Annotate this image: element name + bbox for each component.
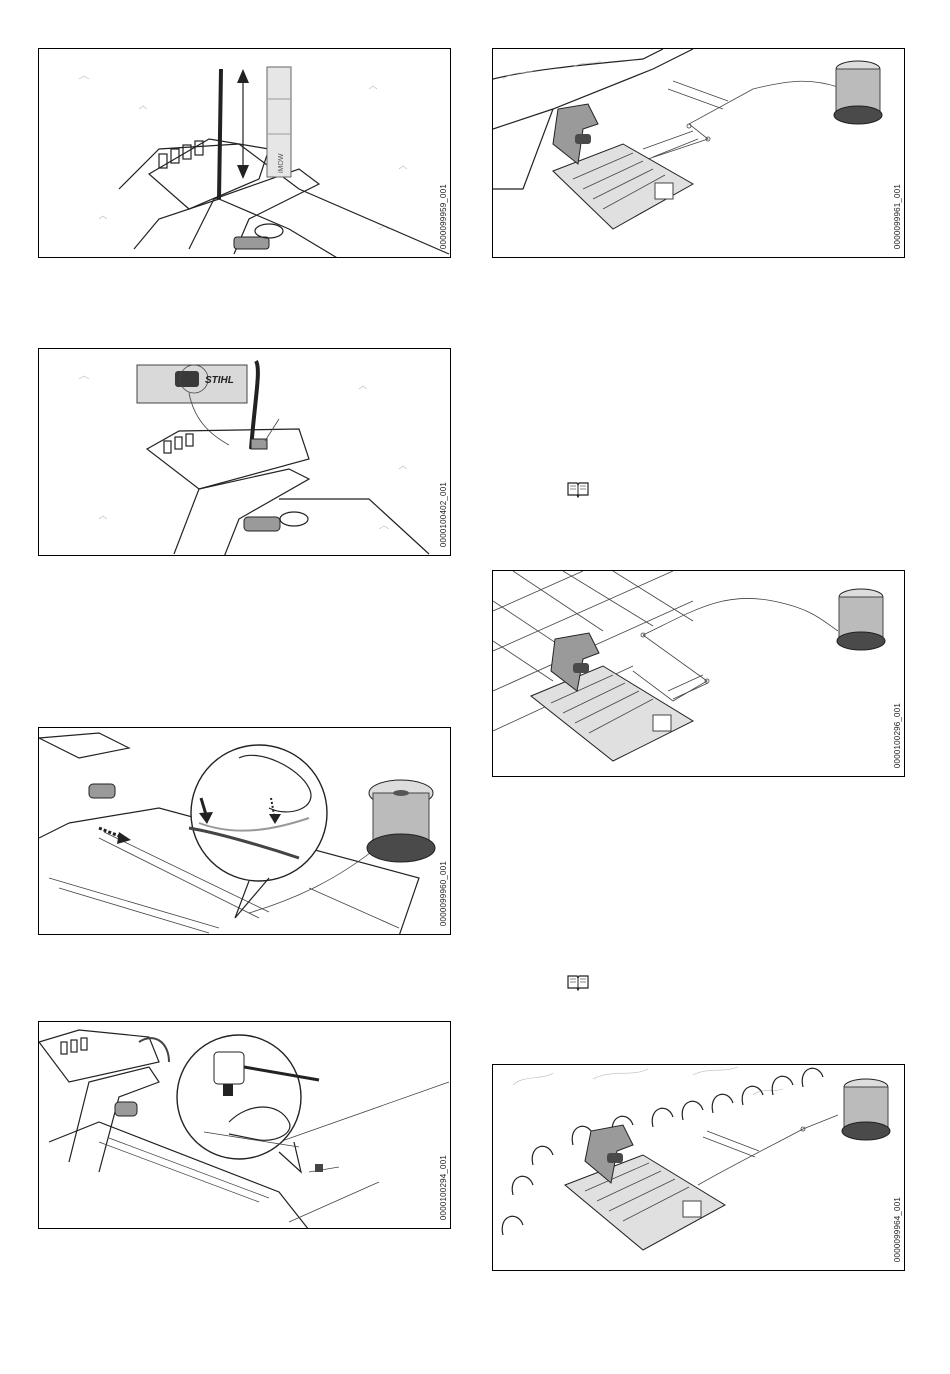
figure-code: 0000099964_001 — [893, 1197, 902, 1262]
illustration-wire-clamp: STIHL — [39, 349, 451, 556]
figure-hammer-peg: 0000100294_001 — [38, 1021, 451, 1229]
illustration-insert-wire — [39, 728, 451, 935]
figure-station-tiles: 0000100296_001 — [492, 570, 905, 777]
illustration-station-hedge — [493, 1065, 905, 1271]
book-icon — [566, 480, 590, 498]
stihl-brand-label: STIHL — [205, 375, 234, 386]
illustration-docking-station-top: iMOW — [39, 49, 451, 258]
figure-code: 0000100402_001 — [439, 482, 448, 547]
figure-wire-clamp: STIHL 0000100402_001 — [38, 348, 451, 556]
book-icon — [566, 973, 590, 991]
figure-code: 0000100294_001 — [439, 1155, 448, 1220]
figure-code: 0000100296_001 — [893, 703, 902, 768]
illustration-station-wall — [493, 49, 905, 258]
illustration-hammer-peg — [39, 1022, 451, 1229]
figure-station-wall: 0000099961_001 — [492, 48, 905, 258]
illustration-station-tiles — [493, 571, 905, 777]
figure-docking-wire-length: iMOW 0000099959_001 — [38, 48, 451, 258]
figure-station-hedge: 0000099964_001 — [492, 1064, 905, 1271]
figure-code: 0000099961_001 — [893, 184, 902, 249]
figure-code: 0000099959_001 — [439, 184, 448, 249]
figure-insert-wire: 0000099960_001 — [38, 727, 451, 935]
ruler-brand-label: iMOW — [278, 153, 285, 173]
figure-code: 0000099960_001 — [439, 861, 448, 926]
